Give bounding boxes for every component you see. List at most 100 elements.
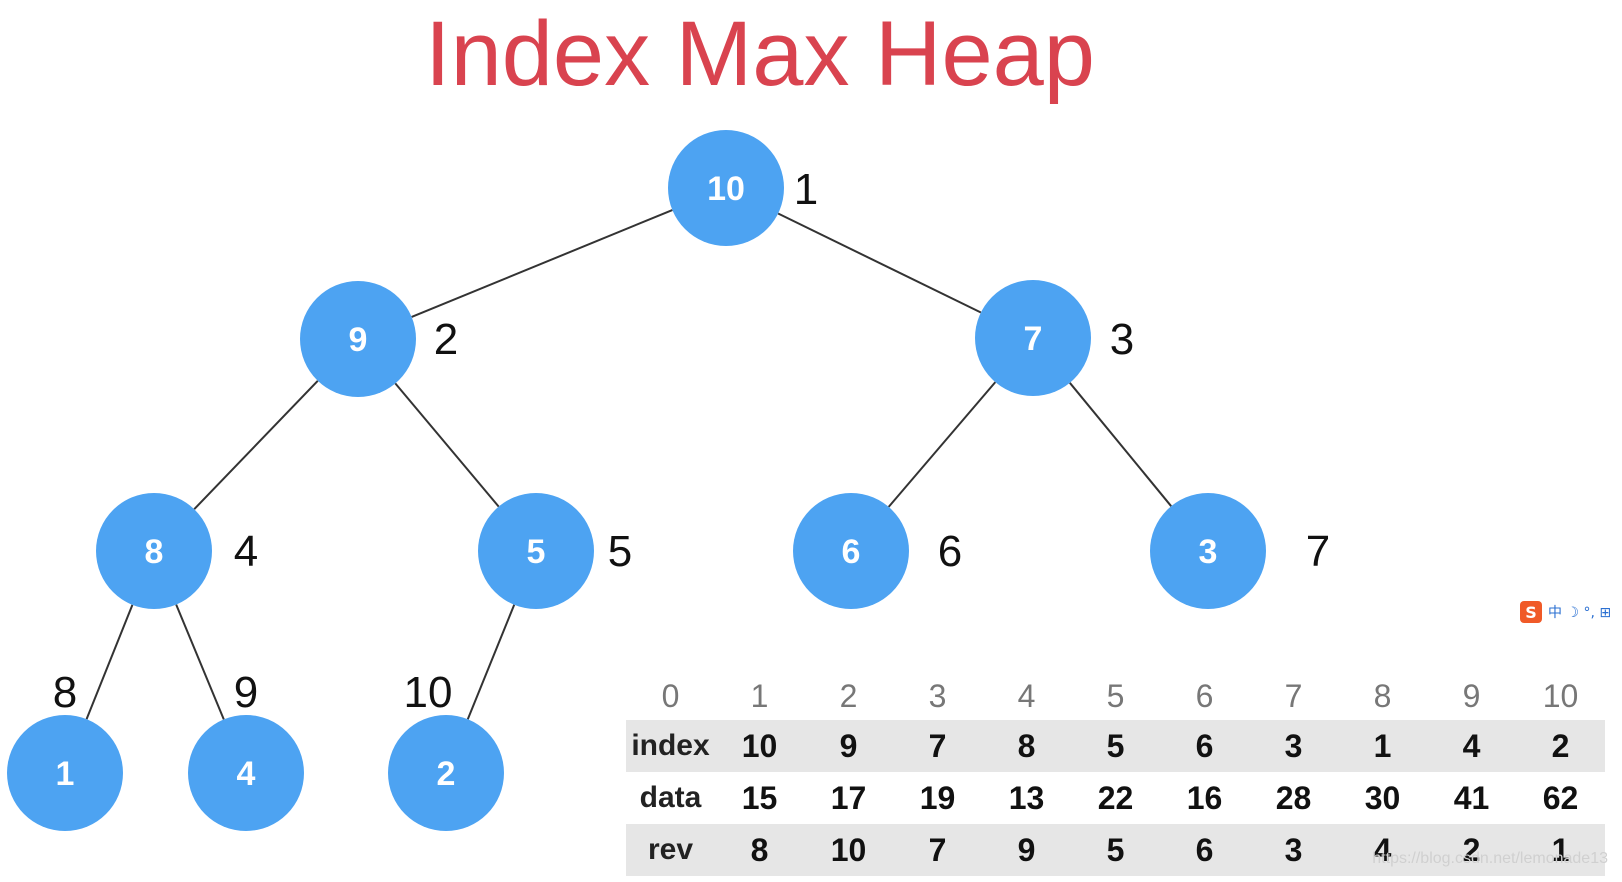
tree-edges <box>85 209 1172 720</box>
heap-node-value: 7 <box>1024 320 1043 358</box>
table-cell: 19 <box>893 772 982 824</box>
heap-node: 10 1 <box>668 130 818 246</box>
table-cell: 3 <box>1249 720 1338 772</box>
table-cell: 7 <box>893 720 982 772</box>
table-header-row: 0 1 2 3 4 5 6 7 8 9 10 <box>626 672 1605 720</box>
table-cell: 30 <box>1338 772 1427 824</box>
heap-node: 2 10 <box>388 668 504 831</box>
table-cell: 28 <box>1249 772 1338 824</box>
heap-node-value: 6 <box>842 533 861 571</box>
heap-node-value: 2 <box>437 755 456 793</box>
heap-node-value: 8 <box>145 533 164 571</box>
table-cell: 10 <box>715 720 804 772</box>
tree-edge <box>85 604 134 720</box>
table-cell: 62 <box>1516 772 1605 824</box>
tree-edge <box>777 212 982 314</box>
table-cell: 2 <box>1427 824 1516 876</box>
table-cell: 5 <box>1071 720 1160 772</box>
heap-position-label: 1 <box>794 165 818 214</box>
row-label: rev <box>626 824 715 876</box>
heap-position-label: 8 <box>53 668 77 717</box>
row-label: data <box>626 772 715 824</box>
table-cell: 8 <box>982 720 1071 772</box>
ime-toolbar[interactable]: S 中 ☽ °, ⊞ <box>1520 598 1622 626</box>
tree-edge <box>1069 382 1172 507</box>
heap-node: 49 <box>188 668 304 831</box>
table-cell: 17 <box>804 772 893 824</box>
header-cell: 0 <box>661 677 680 714</box>
header-cell: 1 <box>750 677 769 714</box>
tree-edge <box>411 209 673 318</box>
header-cell: 3 <box>928 677 947 714</box>
heap-position-label: 5 <box>608 527 632 576</box>
header-cell: 6 <box>1195 677 1214 714</box>
table-row-index: index 10 9 7 8 5 6 3 1 4 2 <box>626 720 1605 772</box>
heap-node-value: 3 <box>1199 533 1218 571</box>
table-cell: 7 <box>893 824 982 876</box>
heap-node-value: 9 <box>349 321 368 359</box>
table-cell: 6 <box>1160 824 1249 876</box>
heap-position-label: 4 <box>234 527 258 576</box>
heap-node-value: 10 <box>707 170 745 208</box>
header-cell: 9 <box>1462 677 1481 714</box>
ime-status-text[interactable]: 中 ☽ °, ⊞ <box>1548 605 1612 621</box>
tree-edge <box>466 604 516 720</box>
header-cell: 4 <box>1017 677 1036 714</box>
table-cell: 9 <box>804 720 893 772</box>
tree-edge <box>175 604 225 720</box>
sogou-logo-icon[interactable]: S <box>1520 601 1542 623</box>
row-label: index <box>626 720 715 772</box>
heap-node-circle <box>388 715 504 831</box>
heap-node-circle <box>975 280 1091 396</box>
header-cell: 2 <box>839 677 858 714</box>
table-cell: 10 <box>804 824 893 876</box>
table-cell: 15 <box>715 772 804 824</box>
table-cell: 4 <box>1427 720 1516 772</box>
table-cell: 5 <box>1071 824 1160 876</box>
table-cell: 2 <box>1516 720 1605 772</box>
table-cell: 4 <box>1338 824 1427 876</box>
header-cell: 7 <box>1284 677 1303 714</box>
heap-position-label: 6 <box>938 527 962 576</box>
heap-position-label: 7 <box>1306 527 1330 576</box>
heap-position-label: 2 <box>434 315 458 364</box>
table-cell: 9 <box>982 824 1071 876</box>
watermark-url: https://blog.csdn.net/lemonade13 <box>1372 850 1608 867</box>
heap-node-circle <box>96 493 212 609</box>
heap-node-value: 5 <box>527 533 546 571</box>
page-title: Index Max Heap <box>425 3 1095 105</box>
tree-edge <box>193 380 319 510</box>
heap-node-circle <box>793 493 909 609</box>
heap-node-circle <box>478 493 594 609</box>
header-cell: 5 <box>1106 677 1125 714</box>
table-cell: 16 <box>1160 772 1249 824</box>
tree-edge <box>887 381 997 508</box>
table-cell: 1 <box>1338 720 1427 772</box>
table-row-rev: rev 8 10 7 9 5 6 3 4 2 1 <box>626 824 1605 876</box>
heap-node-value: 1 <box>56 755 75 793</box>
heap-position-label: 9 <box>234 668 258 717</box>
table-cell: 13 <box>982 772 1071 824</box>
table-cell: 41 <box>1427 772 1516 824</box>
heap-node-circle <box>1150 493 1266 609</box>
heap-node-circle <box>188 715 304 831</box>
heap-node-circle <box>300 281 416 397</box>
table-cell: 8 <box>715 824 804 876</box>
tree-edge <box>394 382 500 508</box>
table-cell: 1 <box>1516 824 1605 876</box>
heap-node-value: 4 <box>237 755 256 793</box>
header-cell: 8 <box>1373 677 1392 714</box>
table-row-data: data 15 17 19 13 22 16 28 30 41 62 <box>626 772 1605 824</box>
table-cell: 6 <box>1160 720 1249 772</box>
header-cell: 10 <box>1542 677 1579 714</box>
heap-position-label: 10 <box>404 668 453 717</box>
heap-array-table: 0 1 2 3 4 5 6 7 8 9 10 index 10 9 7 8 5 … <box>626 672 1605 876</box>
heap-position-label: 3 <box>1110 315 1134 364</box>
